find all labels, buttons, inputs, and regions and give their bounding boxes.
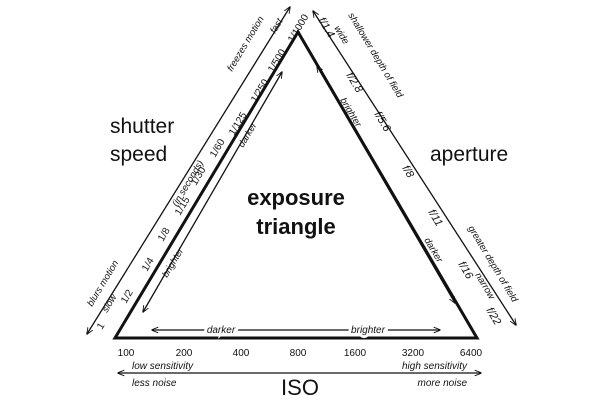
aperture-inner-arrow <box>317 66 455 303</box>
iso-value: 100 <box>118 348 135 359</box>
aperture-stop: f/2.8 <box>343 70 365 95</box>
shutter-freezes-motion-label: freezes motion <box>225 14 267 73</box>
aperture-stop: f/16 <box>455 259 475 282</box>
iso-value: 400 <box>233 348 250 359</box>
iso-less-noise-label: less noise <box>132 378 177 389</box>
iso-more-noise-label: more noise <box>418 378 468 389</box>
shutter-tick: 1/8 <box>156 226 173 244</box>
shutter-tick: 1 <box>95 321 108 332</box>
iso-value: 200 <box>176 348 193 359</box>
iso-value: 800 <box>290 348 307 359</box>
iso-darker-label: darker <box>207 325 236 336</box>
iso-label: ISO <box>281 375 319 400</box>
shutter-speed-label-line2: speed <box>110 143 167 166</box>
iso-low-sensitivity-label: low sensitivity <box>132 361 194 372</box>
iso-brighter-label: brighter <box>351 325 386 336</box>
diagram-title-line2: triangle <box>256 214 335 239</box>
shutter-tick: 1/2 <box>119 288 136 306</box>
shutter-tick: 1/1000 <box>286 12 311 44</box>
aperture-stop: f/22 <box>483 305 503 327</box>
shutter-ticks: 1 1/2 1/4 1/8 1/15 1/30 1/60 1/125 1/250… <box>95 12 311 331</box>
iso-value: 6400 <box>460 348 483 359</box>
iso-value: 1600 <box>344 348 367 359</box>
aperture-label: aperture <box>430 143 508 166</box>
shutter-brighter-label: brighter <box>160 246 186 280</box>
iso-values: 100 200 400 800 1600 3200 6400 <box>118 348 483 359</box>
iso-value: 3200 <box>402 348 425 359</box>
diagram-title-line1: exposure <box>247 185 345 210</box>
iso-high-sensitivity-label: high sensitivity <box>402 361 468 372</box>
shutter-speed-label-line1: shutter <box>110 115 174 138</box>
shutter-inner-arrow <box>143 72 282 312</box>
shutter-slow-label: slow <box>100 292 120 315</box>
